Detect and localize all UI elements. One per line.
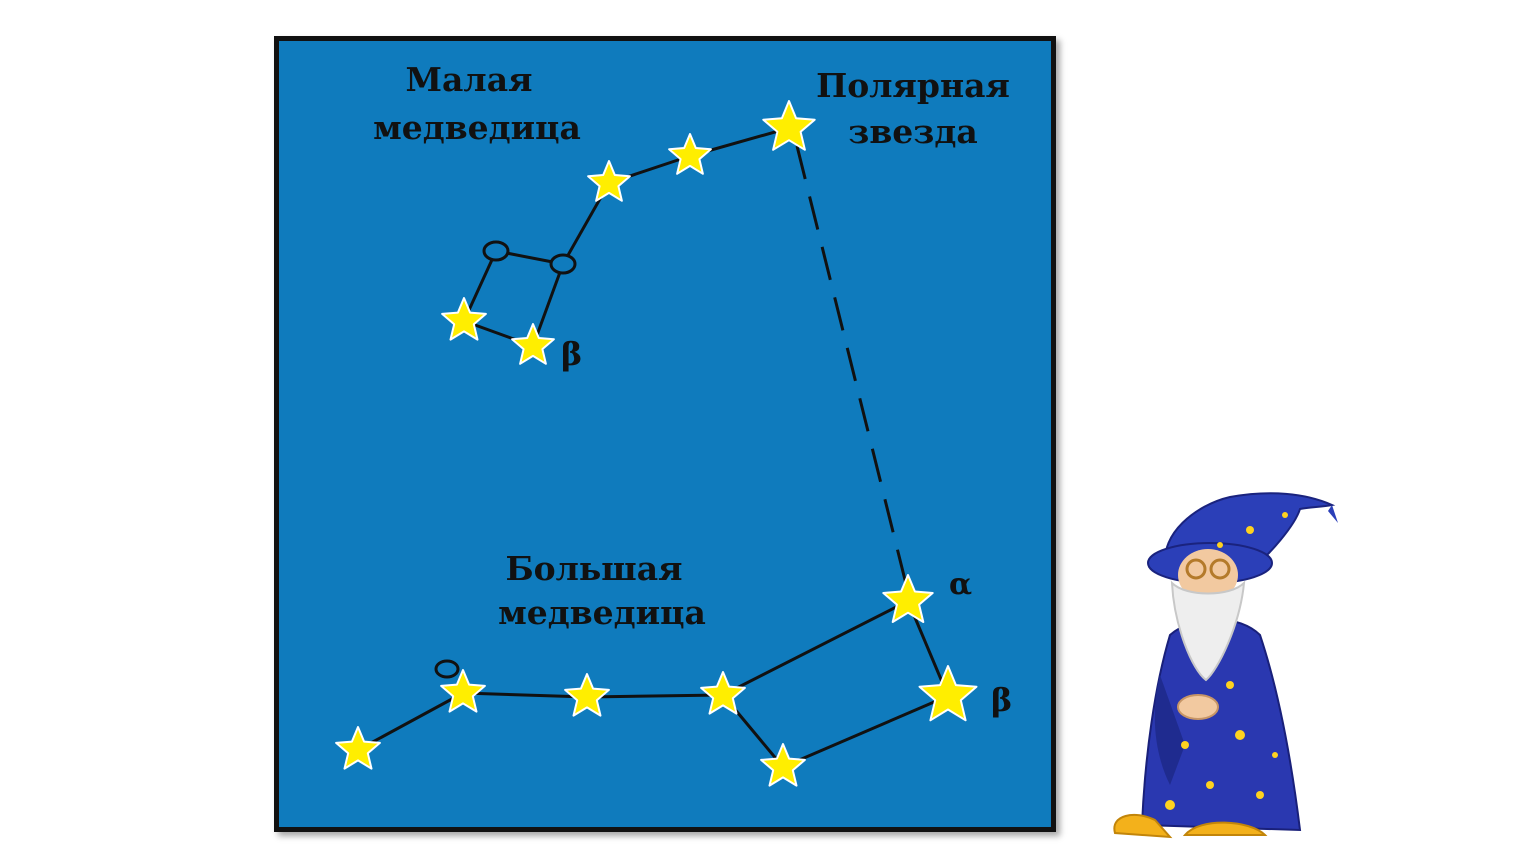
big-dipper-label-line2: медведица xyxy=(498,593,706,632)
circle-icon xyxy=(549,253,577,275)
beta-little-dipper-label: β xyxy=(561,335,582,373)
wizard-sleeve xyxy=(1154,675,1185,785)
wizard-hat-tip xyxy=(1328,505,1338,523)
little-dipper-label-line2: медведица xyxy=(373,108,581,147)
little-dipper-star xyxy=(441,297,487,341)
alpha-big-dipper-label: α xyxy=(949,567,972,602)
constellation-diagram: Малая медведица Полярная звезда Большая … xyxy=(279,41,1051,827)
bd-line xyxy=(357,691,464,752)
big-dipper-star xyxy=(760,743,806,787)
sky-map-panel: Малая медведица Полярная звезда Большая … xyxy=(274,36,1056,832)
bd-line xyxy=(462,691,588,699)
circle-icon xyxy=(482,240,510,262)
bd-line xyxy=(722,599,909,697)
wizard-glasses-left xyxy=(1185,558,1207,580)
faint-stars xyxy=(434,240,577,679)
beta-big-dipper-label: β xyxy=(991,681,1012,719)
stars-layer xyxy=(335,100,978,787)
ld-line xyxy=(531,263,565,347)
wizard-beard xyxy=(1170,580,1246,682)
bd-line xyxy=(782,694,949,769)
big-dipper-label-line1: Большая xyxy=(505,549,682,588)
little-dipper-star xyxy=(587,160,631,202)
big-dipper-lines xyxy=(357,599,950,769)
pointer-dashed-line xyxy=(795,145,909,589)
big-dipper-star xyxy=(564,673,610,717)
wizard-shoe-left xyxy=(1113,813,1173,839)
wizard-robe-stars xyxy=(1165,512,1288,810)
big-dipper-beta-star xyxy=(918,665,978,722)
bd-line xyxy=(586,693,724,699)
circle-icon xyxy=(434,659,460,679)
wizard-hands xyxy=(1177,694,1219,720)
wizard-shoe-right xyxy=(1182,821,1268,836)
little-dipper-label-line1: Малая xyxy=(406,60,533,99)
wizard-icon xyxy=(1113,492,1338,839)
big-dipper-star xyxy=(440,669,486,713)
polaris-label-line1: Полярная xyxy=(816,66,1010,105)
polaris-star xyxy=(762,100,816,151)
wizard-glasses-right xyxy=(1209,558,1231,580)
big-dipper-star xyxy=(700,671,746,715)
little-dipper-star xyxy=(668,133,712,175)
big-dipper-star xyxy=(335,726,381,770)
little-dipper-beta-star xyxy=(511,323,555,365)
big-dipper-alpha-star xyxy=(882,574,934,623)
polaris-label-line2: звезда xyxy=(848,112,977,151)
